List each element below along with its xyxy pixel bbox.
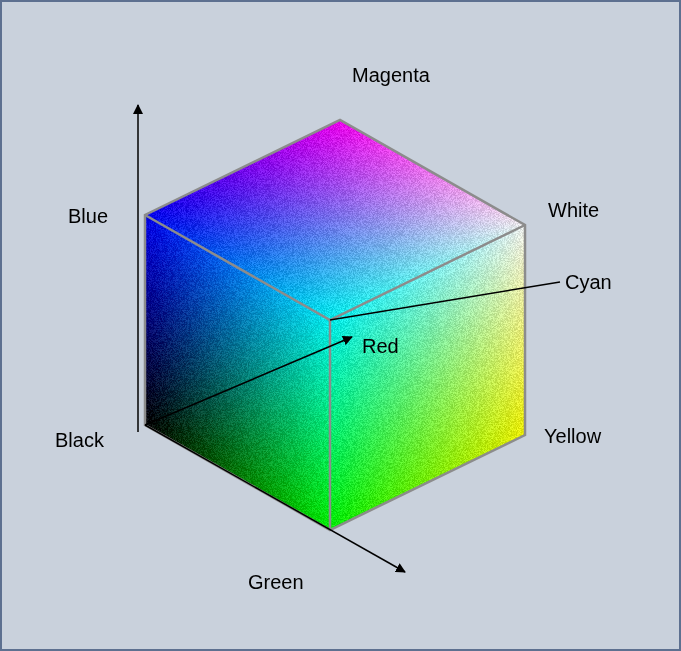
axes (138, 105, 560, 572)
red-axis (145, 337, 352, 425)
green-axis (145, 425, 405, 572)
blue-axis (137, 105, 139, 432)
color-label: Cyan (565, 272, 612, 292)
cube-edges (145, 120, 525, 530)
color-label: Black (55, 430, 104, 450)
leader-line (330, 282, 560, 320)
color-label: Blue (68, 206, 108, 226)
color-label: Red (362, 336, 399, 356)
color-label: Yellow (544, 426, 601, 446)
color-label: Green (248, 572, 304, 592)
color-label: White (548, 200, 599, 220)
color-label: Magenta (352, 65, 430, 85)
